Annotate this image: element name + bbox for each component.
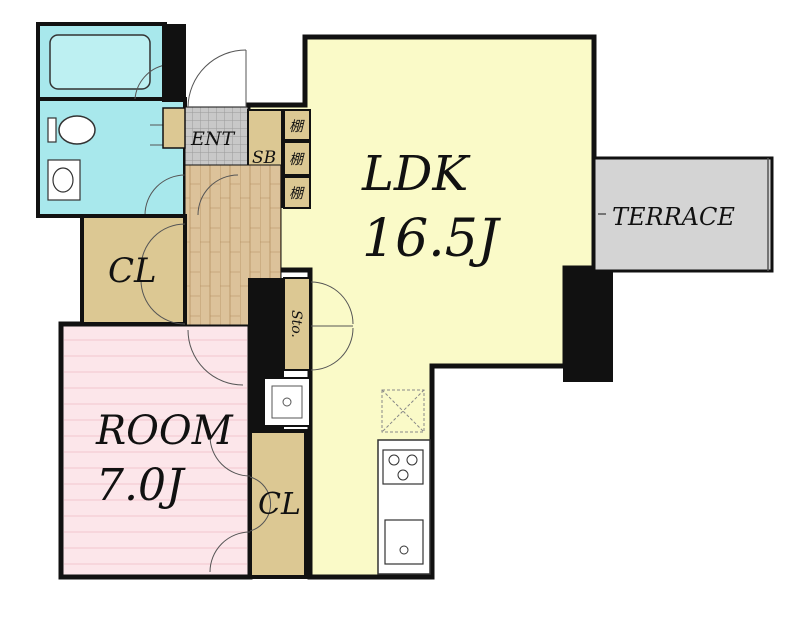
storage-label: Sto. [288, 310, 304, 338]
bath-door-arc [134, 64, 166, 100]
terrace-floor [592, 156, 774, 273]
toilet-tank [47, 117, 57, 143]
closet-upper-door-arc [140, 223, 186, 269]
basin-bowl [52, 167, 74, 193]
stove-icon [382, 449, 424, 485]
room-floor-lines [64, 339, 247, 565]
hall-door-arc [197, 174, 239, 216]
sink-drain [399, 545, 409, 555]
ldk-label: LDK [361, 146, 471, 202]
ldk-column [563, 270, 613, 382]
washroom-door-arc [144, 174, 186, 216]
bathtub [49, 34, 151, 90]
shelf-label-1: 棚 [289, 119, 305, 135]
pipe-shaft [162, 24, 186, 102]
closet-lower-door-arc-1 [209, 435, 251, 477]
shelf-label-2: 棚 [289, 152, 305, 168]
room-door-arc [187, 329, 244, 386]
closet-lower-door-arc-2 [209, 531, 251, 573]
closet-upper [80, 214, 187, 326]
shelf-label-3: 棚 [289, 186, 305, 202]
closet-upper-door-arc-2 [140, 279, 186, 325]
toilet-icon [58, 115, 96, 145]
entrance-label: ENT [190, 128, 235, 150]
room-label: ROOM [95, 408, 234, 454]
washer-drain [282, 397, 292, 407]
washer-inner [271, 385, 303, 419]
storage [283, 277, 311, 371]
shelf-1 [283, 109, 311, 141]
burner-3 [397, 469, 409, 481]
closet-lower [248, 429, 308, 579]
ldk-size-label: 16.5J [362, 209, 502, 269]
fridge-space [381, 389, 425, 433]
closet-lower-label: CL [258, 487, 301, 522]
burner-1 [388, 454, 400, 466]
sink-icon [384, 519, 424, 565]
shelf-3 [283, 176, 311, 209]
storage-door-arc-1 [310, 281, 354, 325]
terrace-label: TERRACE [612, 203, 735, 231]
closet-upper-label: CL [108, 251, 157, 291]
entrance-door-arc [187, 49, 247, 108]
entrance-closet [162, 107, 186, 149]
closet-lower-door-arc-3 [249, 476, 272, 532]
room-size-label: 7.0J [96, 460, 186, 511]
shelf-2 [283, 141, 311, 176]
burner-2 [406, 454, 418, 466]
storage-door-arc-2 [310, 327, 354, 371]
shoe-box-label: SB [252, 148, 276, 168]
